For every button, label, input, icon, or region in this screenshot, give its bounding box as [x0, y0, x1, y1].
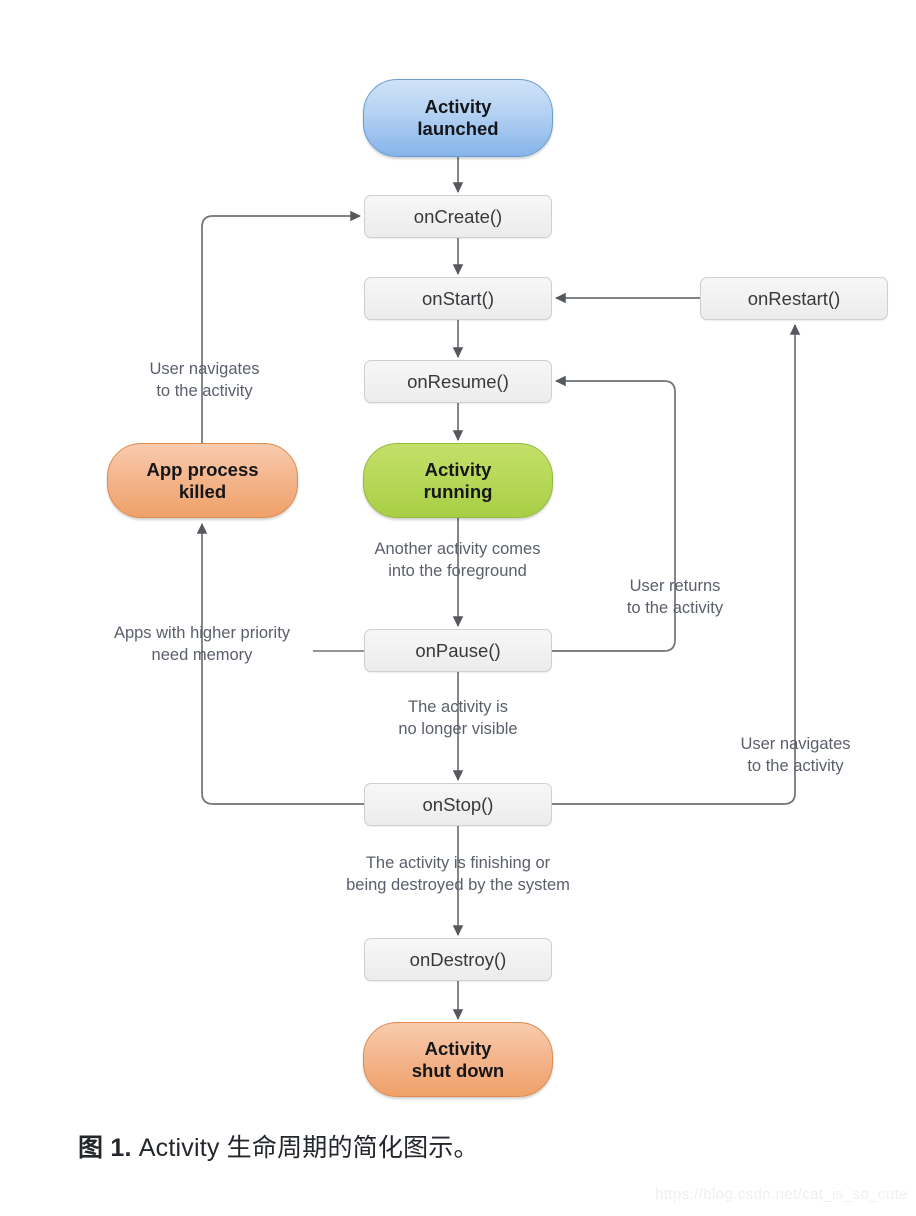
node-onresume[interactable]: onResume() [364, 360, 552, 403]
node-oncreate[interactable]: onCreate() [364, 195, 552, 238]
node-onstart[interactable]: onStart() [364, 277, 552, 320]
node-label: onStart() [422, 287, 494, 309]
figure-caption: 图 1. Activity 生命周期的简化图示。 [78, 1128, 479, 1164]
node-label: onCreate() [413, 205, 503, 227]
edge-onpause-onresume [552, 375, 676, 652]
node-label: onResume() [407, 370, 509, 392]
node-ondestroy[interactable]: onDestroy() [364, 938, 552, 981]
node-onpause[interactable]: onPause() [364, 629, 552, 672]
node-onstop[interactable]: onStop() [364, 783, 552, 826]
node-label: onStop() [422, 793, 494, 815]
edge-onstop-killed [196, 523, 364, 805]
figure-caption-prefix: 图 1. [78, 1134, 132, 1162]
edge-killed-oncreate [201, 210, 361, 443]
edge-onstop-onrestart [552, 324, 801, 805]
node-label: onPause() [415, 639, 501, 661]
node-label: onRestart() [747, 287, 841, 309]
node-onrestart[interactable]: onRestart() [700, 277, 888, 320]
figure-caption-text: Activity 生命周期的简化图示。 [138, 1134, 479, 1162]
watermark: https://blog.csdn.net/cat_is_so_cute [655, 1186, 908, 1203]
node-label: onDestroy() [409, 948, 507, 970]
